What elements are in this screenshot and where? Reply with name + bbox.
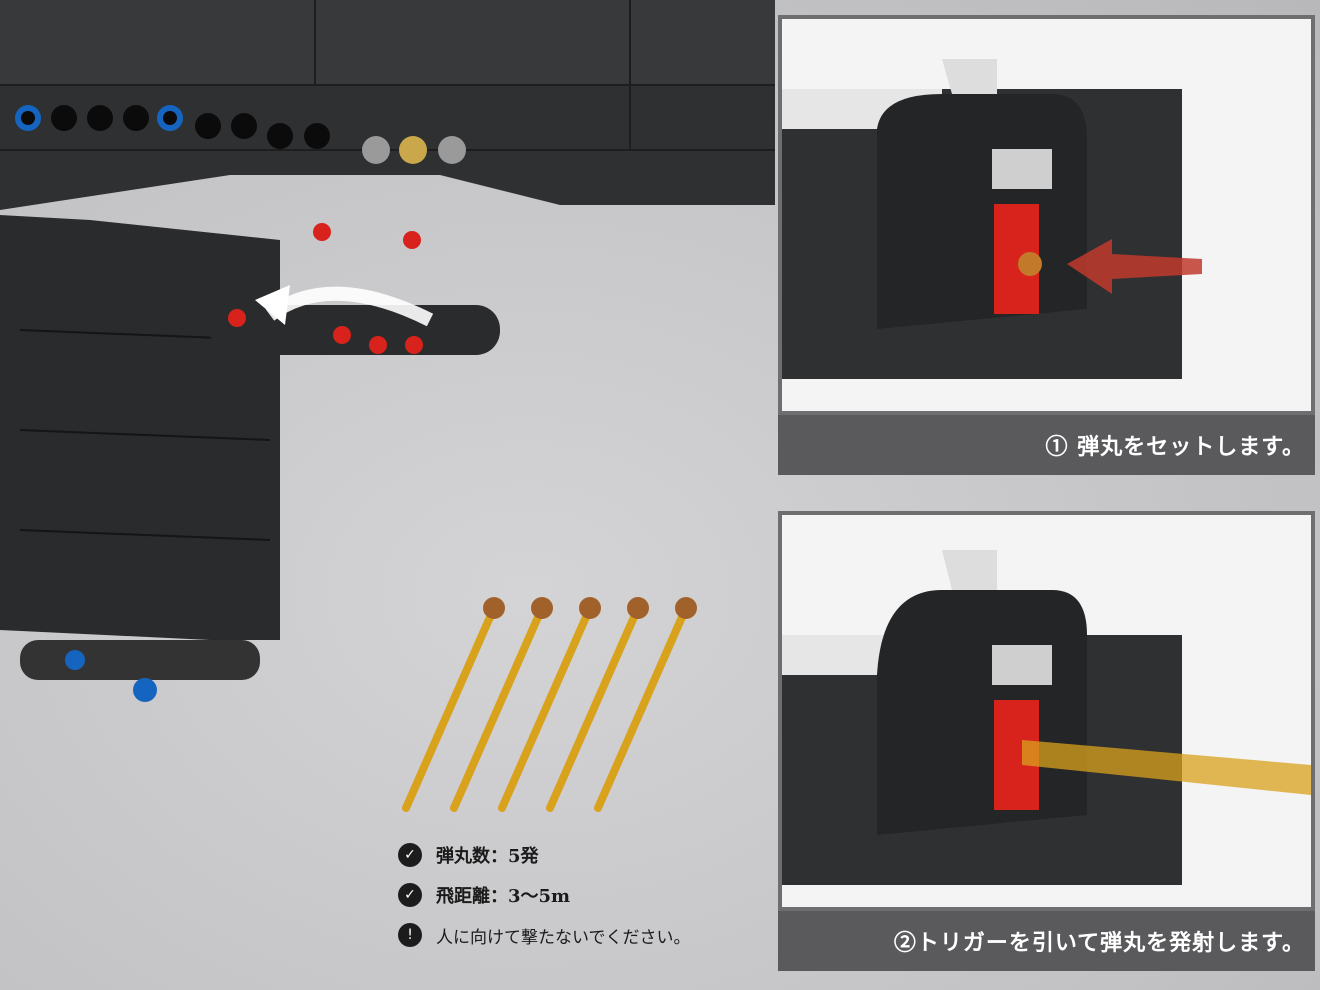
- spec-bullet-count: ✓ 弾丸数：5発: [398, 835, 691, 875]
- bullet: [546, 597, 649, 812]
- step-caption: ②トリガーを引いて弾丸を発射します。: [778, 911, 1315, 971]
- spec-range: ✓ 飛距離：3〜5m: [398, 875, 691, 915]
- exclamation-icon: !: [398, 923, 422, 947]
- magazine: [0, 215, 280, 702]
- trigger-mechanism: [210, 223, 500, 355]
- gun-body: [0, 0, 775, 210]
- load-bullet-photo: [782, 19, 1311, 411]
- spec-warning: ! 人に向けて撃たないでください。: [398, 915, 691, 955]
- spec-text: 飛距離：3〜5m: [436, 886, 571, 907]
- check-icon: ✓: [398, 843, 422, 867]
- spec-list: ✓ 弾丸数：5発 ✓ 飛距離：3〜5m ! 人に向けて撃たないでください。: [398, 835, 691, 955]
- pin-holes: [15, 105, 466, 164]
- spec-text: 人に向けて撃たないでください。: [436, 927, 691, 948]
- bullet: [450, 597, 553, 812]
- step-panel-fire: ②トリガーを引いて弾丸を発射します。: [778, 511, 1315, 971]
- fire-bullet-photo: [782, 515, 1311, 907]
- insert-arrow-icon: [1067, 239, 1202, 294]
- step-panel-load: ① 弾丸をセットします。: [778, 15, 1315, 475]
- step-caption: ① 弾丸をセットします。: [778, 415, 1315, 475]
- bullet: [402, 597, 505, 812]
- gun-illustration: [0, 0, 775, 812]
- bullet: [498, 597, 601, 812]
- bullet: [594, 597, 697, 812]
- check-icon: ✓: [398, 883, 422, 907]
- bullets: [402, 597, 697, 812]
- spec-text: 弾丸数：5発: [436, 846, 539, 867]
